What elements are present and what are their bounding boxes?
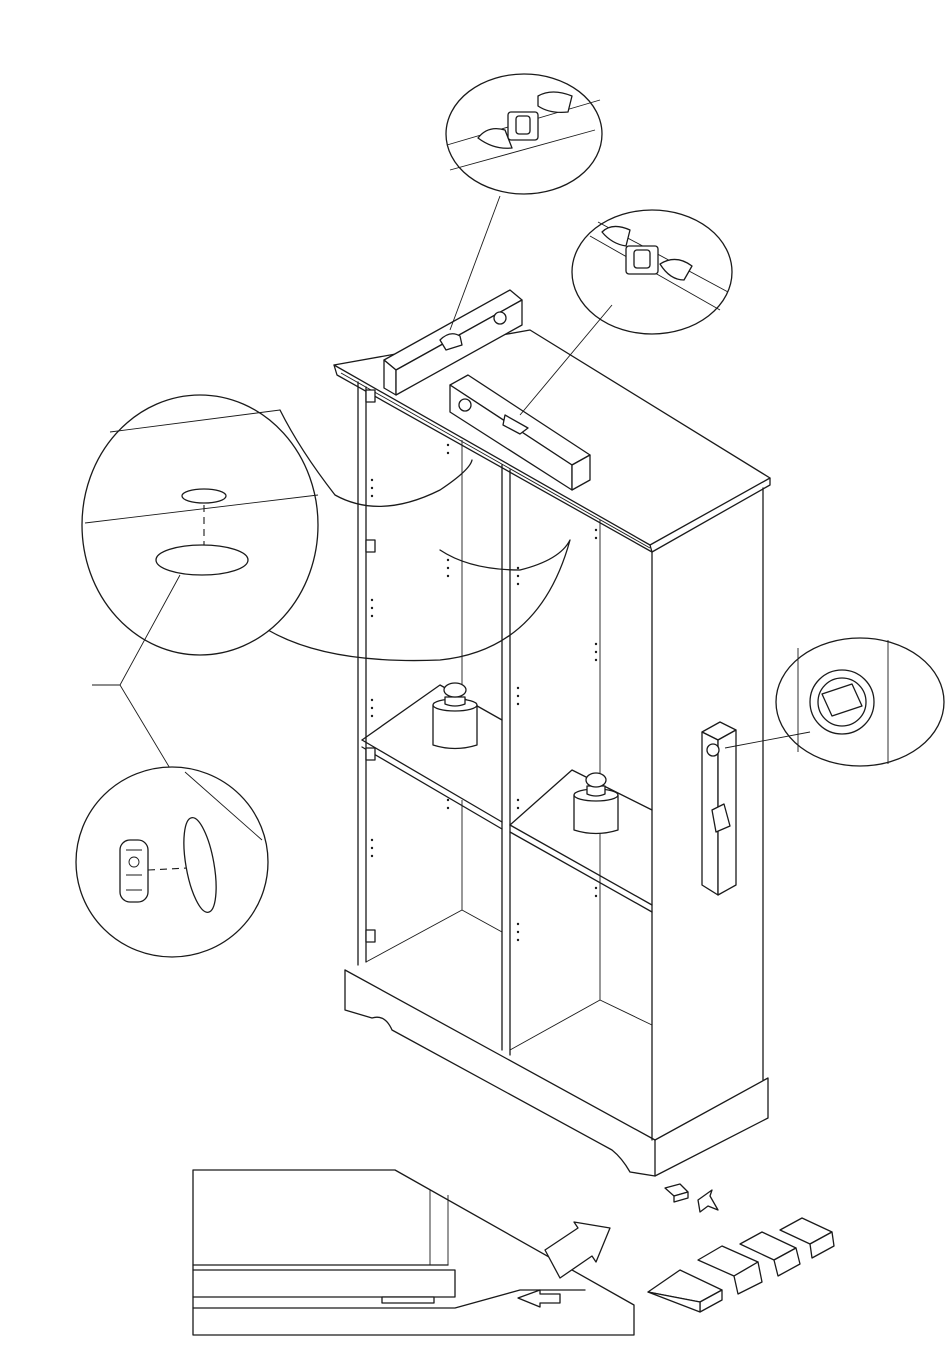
spirit-level-side <box>702 722 736 895</box>
hinge-icon <box>366 390 375 942</box>
hole-cap-callout <box>76 767 268 957</box>
leveling-wedges <box>648 1184 834 1312</box>
floor-gap-detail <box>193 1170 634 1335</box>
shelf-weight-upper <box>433 683 477 749</box>
shelf-weight-lower <box>574 773 618 834</box>
shelf-pin-holes <box>371 444 597 941</box>
level-bubble-callout-side <box>725 638 944 766</box>
